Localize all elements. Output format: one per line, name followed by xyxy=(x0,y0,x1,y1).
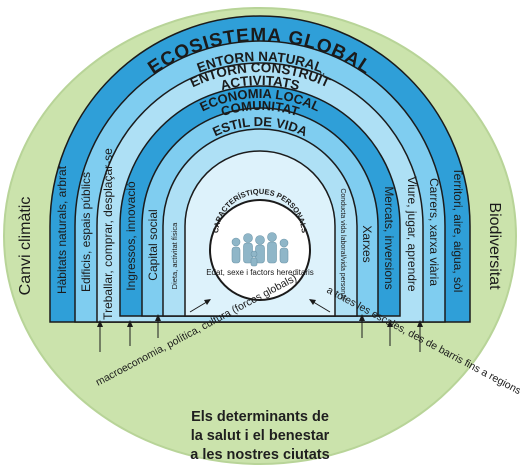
label-dieta: Dieta, activitat física xyxy=(170,222,179,290)
label-biodiversitat: Biodiversitat xyxy=(486,202,503,290)
footer-line-1: Els determinants de xyxy=(191,409,329,425)
footer-caption: Els determinants de la salut i el benest… xyxy=(160,408,360,465)
label-carrers: Carrers, xarxa viària xyxy=(427,178,441,286)
label-xarxes: Xarxes xyxy=(360,225,374,262)
label-canvi-climatic: Canvi climàtic xyxy=(17,197,34,296)
people-group-icon xyxy=(231,232,289,267)
label-habitats-naturals: Hàbitats naturals, arbrat xyxy=(55,165,69,294)
center-subtitle: Edat, sexe i factors hereditaris xyxy=(206,268,314,277)
label-territori: Territori, aire, aigua, sòl xyxy=(451,168,465,293)
label-conducta: Conducta vida laboral/vida personal xyxy=(339,188,346,300)
footer-line-3: a les nostres ciutats xyxy=(190,447,330,463)
label-treballar: Treballar, comprar, desplaçar-se xyxy=(101,148,115,320)
label-capital-social: Capital social xyxy=(146,209,160,280)
label-ingressos: Ingressos, innovació xyxy=(124,181,138,291)
svg-text:COMUNITAT: COMUNITAT xyxy=(219,98,301,119)
band-title-comunitat: COMUNITAT xyxy=(219,98,301,119)
label-mercats: Mercats, inversions xyxy=(382,186,396,289)
label-edificis: Edificis, espais públics xyxy=(79,172,93,292)
label-viure: Viure, jugar, aprendre xyxy=(405,176,419,292)
footer-line-2: la salut i el benestar xyxy=(190,428,330,444)
